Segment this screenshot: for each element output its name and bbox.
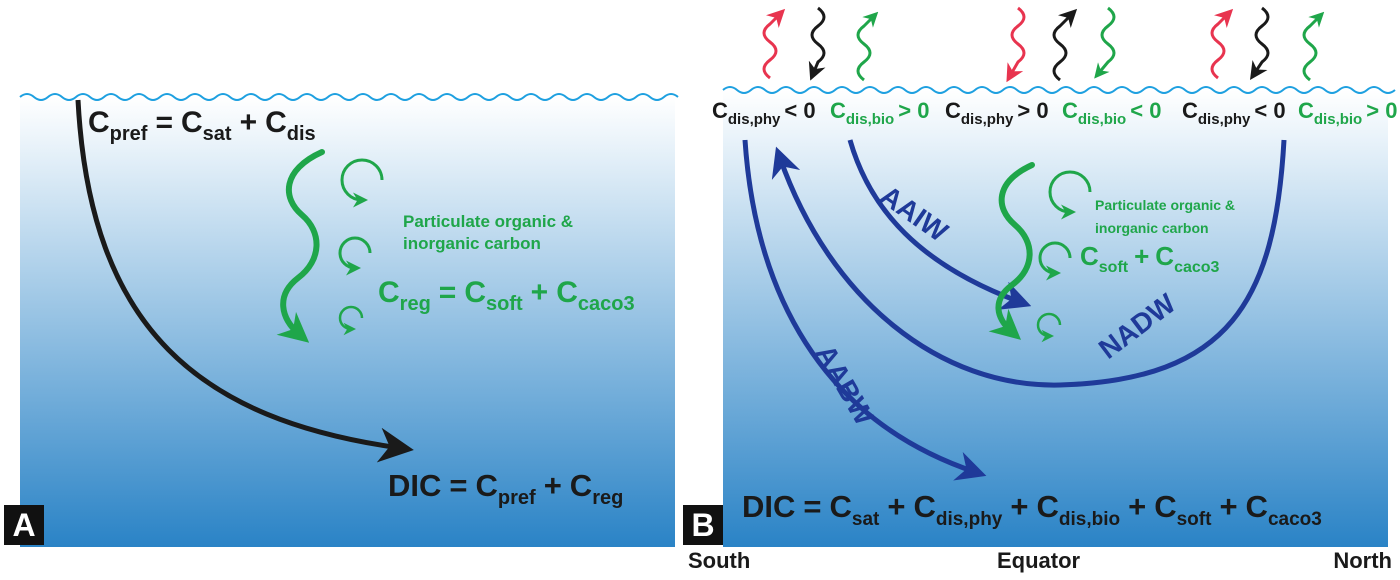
co2-green-arrow-icon [1094,6,1116,79]
remin-loop-icon-3 [338,305,364,336]
eq-dic-b: DIC=Csat+Cdis,phy+Cdis,bio+Csoft+Ccaco3 [742,489,1322,530]
surface-term-3: Cdis,phy> 0 [945,98,1049,128]
panel-b: Cdis,phy< 0 Cdis,bio> 0 Cdis,phy> 0 Cdis… [683,6,1397,573]
co2-black-arrow-icon [1250,6,1270,80]
surface-term-1: Cdis,phy< 0 [712,98,816,128]
eq-reg: Creg=Csoft+Ccaco3 [378,276,635,315]
axis-label-south: South [688,548,750,573]
particulate-label-a-2: inorganic carbon [403,234,541,253]
co2-black-arrow-icon [1052,8,1078,82]
surface-terms: Cdis,phy< 0 Cdis,bio> 0 Cdis,phy> 0 Cdis… [712,98,1397,128]
nadw-arrow [771,139,1287,388]
remin-loop-icon-b1 [1048,170,1092,220]
co2-green-arrow-icon [1302,11,1325,82]
axis-label-equator: Equator [997,548,1081,573]
remin-loop-icon-b2 [1038,241,1072,281]
particulate-label-b-1: Particulate organic & [1095,197,1235,213]
radiation-red-arrow-icon [762,8,786,80]
remin-loop-icon-1 [340,158,384,208]
panel-label-b: B [691,507,714,543]
particle-sinking-squiggle-b [988,162,1035,340]
eq-pref: Cpref=Csat+Cdis [88,106,316,145]
aaiw-arrow [847,139,1032,310]
radiation-red-arrow-icon [1006,6,1026,83]
axis-label-north: North [1333,548,1392,573]
eq-dic-a: DIC=Cpref+Creg [388,468,623,509]
particle-sinking-squiggle-a [276,149,325,343]
preformed-carbon-arrow [75,99,414,463]
co2-green-arrow-icon [856,11,879,82]
ocean-body-b [723,90,1388,547]
air-sea-exchange-south [762,6,879,82]
remin-loop-icon-2 [338,236,372,276]
panel-label-b-box [683,505,723,545]
panel-label-a: A [12,507,35,543]
surface-wave-a [19,93,679,101]
panel-a: Cpref=Csat+Cdis Particulate organic & in… [4,93,679,547]
surface-term-4: Cdis,bio< 0 [1062,98,1161,128]
surface-wave-b [722,86,1396,94]
remin-loop-icon-b3 [1036,312,1062,343]
aabw-arrow [742,139,987,481]
air-sea-exchange-north [1210,6,1325,82]
surface-term-6: Cdis,bio> 0 [1298,98,1397,128]
particulate-label-a-1: Particulate organic & [403,212,573,231]
co2-black-arrow-icon [808,6,826,81]
panel-label-a-box [4,505,44,545]
ocean-body-a [20,97,675,547]
surface-term-5: Cdis,phy< 0 [1182,98,1286,128]
surface-term-2: Cdis,bio> 0 [830,98,929,128]
particulate-label-b-2: inorganic carbon [1095,220,1209,236]
radiation-red-arrow-icon [1210,8,1234,80]
eq-soft-caco3-b: Csoft+Ccaco3 [1080,241,1220,276]
air-sea-exchange-equator [1006,6,1116,83]
